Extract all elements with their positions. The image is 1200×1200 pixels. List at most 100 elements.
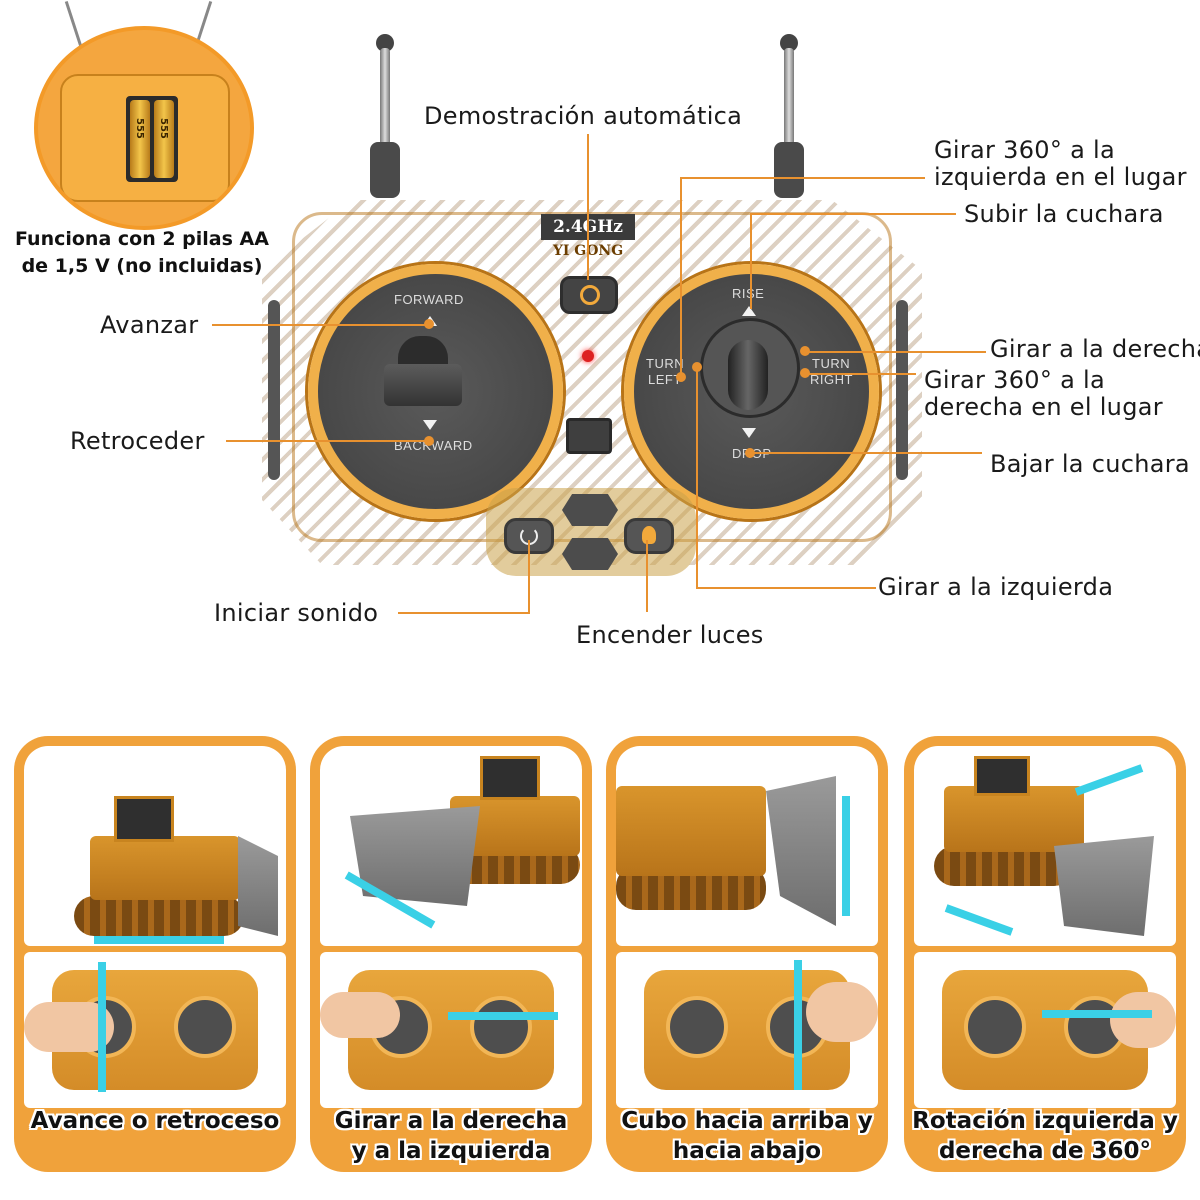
mini-dial [964, 996, 1026, 1058]
remote-hand-photo [914, 952, 1176, 1108]
callout-line [212, 324, 430, 326]
rotate-arrow-icon [944, 904, 1014, 936]
rise-arrow-icon [742, 306, 756, 316]
callout-line [806, 373, 916, 375]
remote-hand-photo [320, 952, 582, 1108]
callout-line [750, 213, 752, 309]
panel-caption: Girar a la derecha y a la izquierda [334, 1108, 568, 1164]
turn-right-text-1: TURN [812, 356, 851, 371]
grip-left [268, 300, 280, 480]
grip-right [896, 300, 908, 480]
dozer-body [616, 786, 766, 876]
callout-line [696, 587, 876, 589]
up-down-arrow-icon [98, 962, 106, 1092]
callout-raise-bucket: Subir la cuchara [964, 200, 1164, 228]
bulldozer-photo [914, 746, 1176, 946]
thumb [320, 992, 400, 1038]
callout-line [398, 612, 530, 614]
bulb-icon [642, 526, 656, 544]
left-right-arrow-icon [94, 936, 224, 944]
cab [480, 756, 540, 800]
callout-start-sound: Iniciar sonido [214, 599, 379, 627]
cab [114, 796, 174, 842]
mini-dial [470, 996, 532, 1058]
gear-icon [580, 285, 600, 305]
turn-right-text-2: RIGHT [810, 372, 853, 387]
power-switch[interactable] [566, 418, 612, 454]
antenna-hinge-left [370, 142, 400, 198]
cab [974, 756, 1030, 796]
panel-caption: Rotación izquierda y derecha de 360° [912, 1108, 1178, 1164]
callout-lights-on: Encender luces [576, 621, 764, 649]
bulldozer-photo [616, 746, 878, 946]
rotate-arrow-icon [1074, 764, 1144, 796]
callout-dot [676, 372, 686, 382]
thumb [806, 982, 878, 1042]
track [74, 896, 244, 936]
mini-dial [174, 996, 236, 1058]
panel-caption: Avance o retroceso [30, 1108, 280, 1134]
battery-shell: 555 555 [60, 74, 230, 202]
callout-auto-demo: Demostración automática [424, 102, 743, 130]
callout-dot [692, 362, 702, 372]
blade [1054, 836, 1154, 936]
callout-line [528, 540, 530, 612]
callout-line [226, 440, 428, 442]
blade [766, 776, 836, 926]
callout-line [696, 366, 698, 588]
up-hex-button[interactable] [562, 494, 618, 526]
antenna-right [784, 48, 794, 148]
feature-panel-forward-backward: Avance o retroceso [14, 736, 296, 1172]
callout-dot [745, 448, 755, 458]
auto-demo-button[interactable] [560, 276, 618, 314]
turn-left-text-1: TURN [646, 356, 685, 371]
callout-line [680, 177, 925, 179]
thumb [1110, 992, 1176, 1048]
battery-slot: 555 555 [126, 96, 178, 182]
remote-hand-photo [616, 952, 878, 1108]
turn-left-text-2: LEFT [648, 372, 682, 387]
callout-dot [424, 319, 434, 329]
callout-line [750, 452, 982, 454]
right-joystick[interactable] [728, 340, 768, 410]
bulldozer-photo [24, 746, 286, 946]
callout-dot [424, 436, 434, 446]
track [934, 846, 1074, 886]
power-led [582, 350, 594, 362]
rise-text: RISE [732, 286, 765, 301]
left-right-arrow-icon [1042, 1010, 1152, 1018]
callout-dot [800, 346, 810, 356]
callout-turn-left: Girar a la izquierda [878, 573, 1114, 601]
forward-text: FORWARD [394, 292, 464, 307]
bulldozer-photo [320, 746, 582, 946]
down-hex-button[interactable] [562, 538, 618, 570]
up-down-arrow-icon [794, 960, 802, 1090]
battery-compartment-image: 555 555 [34, 26, 254, 230]
callout-rotate-left-1: Girar 360° a la [934, 136, 1115, 164]
lights-button[interactable] [624, 518, 674, 554]
backward-arrow-icon [423, 420, 437, 430]
left-dial [308, 264, 563, 519]
callout-forward: Avanzar [100, 311, 199, 339]
callout-turn-right: Girar a la derecha [990, 335, 1200, 363]
callout-line [806, 351, 986, 353]
aa-battery: 555 [154, 100, 174, 178]
up-down-arrow-icon [842, 796, 850, 916]
dozer-body [944, 786, 1084, 852]
battery-caption: Funciona con 2 pilas AA de 1,5 V (no inc… [15, 228, 269, 277]
feature-panel-rotate: Rotación izquierda y derecha de 360° [904, 736, 1186, 1172]
drop-arrow-icon [742, 428, 756, 438]
callout-rotate-right-2: derecha en el lugar [924, 393, 1163, 421]
remote-hand-photo [24, 952, 286, 1108]
dozer-body [90, 836, 240, 900]
callout-backward: Retroceder [70, 427, 205, 455]
mini-dial [666, 996, 728, 1058]
left-right-arrow-icon [448, 1012, 558, 1020]
feature-panel-turn: Girar a la derecha y a la izquierda [310, 736, 592, 1172]
left-joystick[interactable] [384, 364, 462, 406]
callout-line [680, 177, 682, 377]
feature-panel-bucket: Cubo hacia arriba y hacia abajo [606, 736, 888, 1172]
callout-line [587, 134, 589, 280]
antenna-left [380, 48, 390, 148]
callout-line [750, 213, 956, 215]
